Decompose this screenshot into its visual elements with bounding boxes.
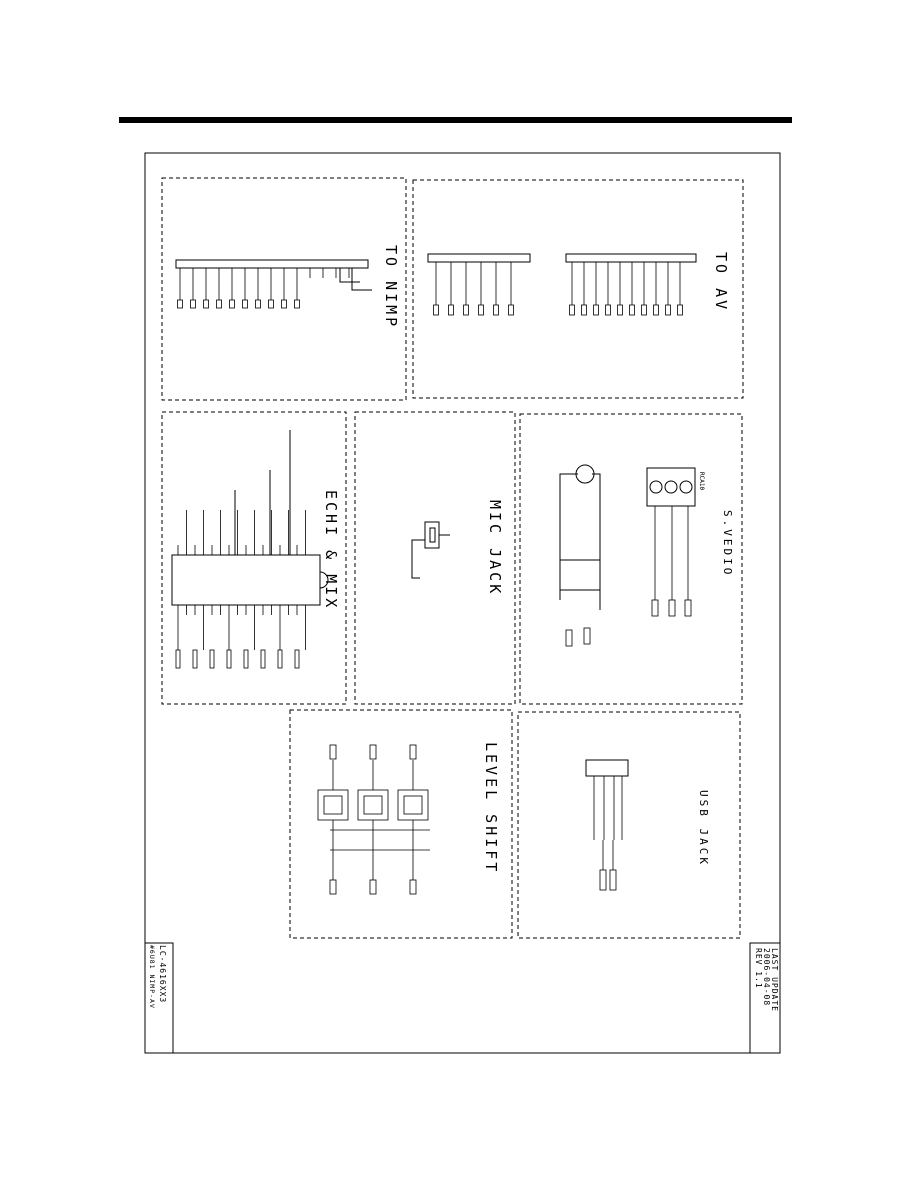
mic-jack-title: MIC JACK	[486, 500, 504, 596]
sv-net-tag	[668, 599, 676, 617]
usb-net-tag	[609, 869, 617, 891]
av-net-tag	[433, 304, 439, 316]
ls-net-tag	[329, 744, 337, 760]
av-net-tag	[463, 304, 469, 316]
av-net-tag	[605, 304, 611, 316]
to-nimp-title: TO NIMP	[382, 245, 400, 329]
av-net-tag	[581, 304, 587, 316]
nimp-net-tag	[216, 299, 222, 309]
ls-net-tag	[369, 744, 377, 760]
transistor-die	[403, 795, 423, 815]
nimp-net-tag	[190, 299, 196, 309]
sv-net-tag	[583, 627, 591, 645]
outer-frame	[144, 152, 781, 1054]
av-net-tag	[569, 304, 575, 316]
transistor-die	[323, 795, 343, 815]
ic-net-tag	[260, 649, 266, 669]
revision-block: LAST UPDATE 2006-04-08 REV 1.1	[749, 942, 781, 1054]
transistor-package	[357, 789, 389, 821]
rca-label: RCA10	[698, 472, 705, 490]
usb-jack-title: USB JACK	[697, 790, 710, 867]
nimp-net-tag	[177, 299, 183, 309]
ic-net-tag	[243, 649, 249, 669]
av-net-tag	[653, 304, 659, 316]
echo-mix-title: ECHI & MIX	[322, 490, 340, 610]
revision-number: REV 1.1	[754, 948, 763, 989]
nimp-net-tag	[242, 299, 248, 309]
transistor-package	[397, 789, 429, 821]
ls-net-tag	[409, 744, 417, 760]
usb-net-tag	[599, 869, 607, 891]
ls-net-tag	[369, 879, 377, 895]
transistor-die	[363, 795, 383, 815]
ls-net-tag	[329, 879, 337, 895]
av-net-tag	[593, 304, 599, 316]
nimp-net-tag	[229, 299, 235, 309]
last-update-label: LAST UPDATE	[770, 948, 779, 1012]
av-net-tag	[493, 304, 499, 316]
ic-net-tag	[277, 649, 283, 669]
nimp-net-tag	[268, 299, 274, 309]
transistor-package	[317, 789, 349, 821]
nimp-net-tag	[281, 299, 287, 309]
ic-net-tag	[226, 649, 232, 669]
sheet-label: #6U81 NIMP-AV	[148, 945, 156, 1009]
nimp-net-tag	[294, 299, 300, 309]
ls-net-tag	[409, 879, 417, 895]
block-level-shift: LEVEL SHIFT	[289, 709, 513, 939]
update-date: 2006-04-08	[762, 948, 771, 1006]
block-s-video: S.VEDIO RCA10	[519, 413, 743, 705]
level-shift-title: LEVEL SHIFT	[482, 742, 500, 874]
av-net-tag	[617, 304, 623, 316]
av-net-tag	[629, 304, 635, 316]
nimp-net-tag	[203, 299, 209, 309]
av-net-tag	[508, 304, 514, 316]
title-block: LC-4616XX3 #6U81 NIMP-AV	[144, 942, 174, 1054]
block-to-nimp: TO NIMP	[161, 177, 407, 401]
sv-net-tag	[684, 599, 692, 617]
block-mic-jack: MIC JACK	[354, 411, 516, 705]
header-rule	[119, 117, 792, 123]
av-net-tag	[677, 304, 683, 316]
ic-net-tag	[175, 649, 181, 669]
block-echo-mix: ECHI & MIX	[161, 411, 347, 705]
block-to-av: TO AV	[412, 179, 744, 399]
s-video-title: S.VEDIO	[721, 510, 734, 577]
to-av-title: TO AV	[712, 252, 730, 312]
av-net-tag	[448, 304, 454, 316]
ic-net-tag	[209, 649, 215, 669]
av-net-tag	[478, 304, 484, 316]
ic-net-tag	[294, 649, 300, 669]
sv-net-tag	[651, 599, 659, 617]
model-label: LC-4616XX3	[158, 945, 167, 1003]
ic-net-tag	[192, 649, 198, 669]
av-net-tag	[665, 304, 671, 316]
nimp-net-tag	[255, 299, 261, 309]
block-usb-jack: USB JACK	[517, 711, 741, 939]
sv-net-tag	[565, 629, 573, 647]
av-net-tag	[641, 304, 647, 316]
